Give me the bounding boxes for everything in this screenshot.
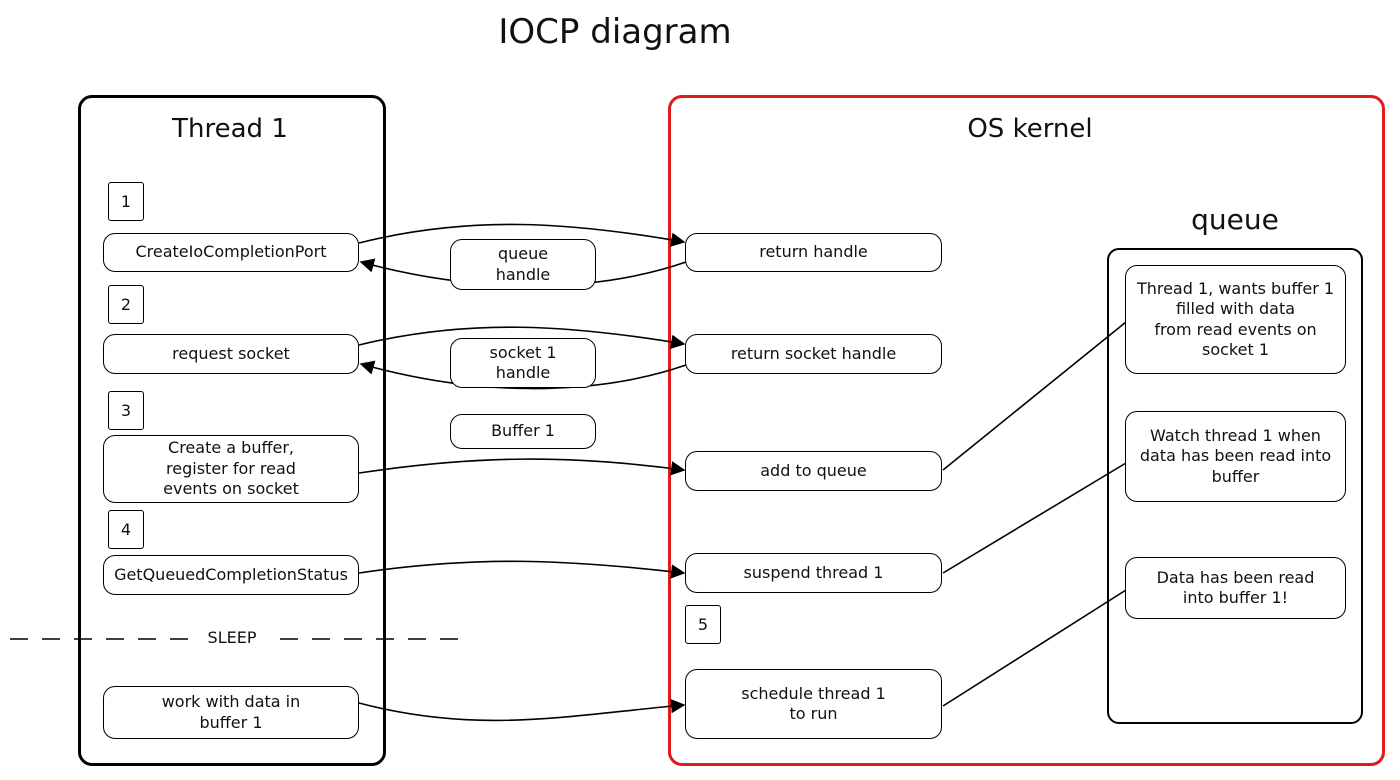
- buffer-message: Buffer 1: [450, 414, 596, 449]
- arrow-buffer-to-add-queue: [358, 458, 686, 476]
- line-suspend-to-queue-item-2: [942, 462, 1127, 574]
- queue-item-1: Thread 1, wants buffer 1 filled with dat…: [1125, 265, 1346, 374]
- sleep-label: SLEEP: [195, 628, 269, 647]
- thread-panel-title: Thread 1: [172, 114, 288, 144]
- thread-panel: [78, 95, 386, 766]
- queue-handle-message: queue handle: [450, 239, 596, 290]
- get-queued-completion-status-box: GetQueuedCompletionStatus: [103, 555, 359, 595]
- request-socket-box: request socket: [103, 334, 359, 374]
- arrow-request-to-return-socket: [358, 326, 686, 349]
- kernel-panel-title: OS kernel: [967, 114, 1093, 144]
- arrow-return-socket-to-request: [359, 360, 687, 390]
- step-number-2: 2: [108, 285, 144, 324]
- line-schedule-to-queue-item-3: [942, 589, 1127, 707]
- line-add-queue-to-queue-item-1: [942, 321, 1127, 471]
- diagram-title: IOCP diagram: [498, 12, 732, 52]
- schedule-thread-box: schedule thread 1 to run: [685, 669, 942, 739]
- step-number-4: 4: [108, 510, 144, 549]
- step-number-3: 3: [108, 391, 144, 430]
- return-handle-box: return handle: [685, 233, 942, 272]
- arrow-get-status-to-suspend: [358, 560, 686, 579]
- socket-handle-message: socket 1 handle: [450, 338, 596, 388]
- step-number-5: 5: [685, 605, 721, 644]
- queue-item-2: Watch thread 1 when data has been read i…: [1125, 411, 1346, 502]
- return-socket-handle-box: return socket handle: [685, 334, 942, 374]
- arrow-create-to-return-handle: [358, 223, 686, 247]
- queue-title: queue: [1191, 203, 1279, 236]
- queue-item-3: Data has been read into buffer 1!: [1125, 557, 1346, 619]
- kernel-panel: [668, 95, 1385, 766]
- queue-container: [1107, 248, 1363, 724]
- create-buffer-box: Create a buffer, register for read event…: [103, 435, 359, 503]
- add-to-queue-box: add to queue: [685, 451, 942, 491]
- step-number-1: 1: [108, 182, 144, 221]
- create-io-completion-port-box: CreateIoCompletionPort: [103, 233, 359, 272]
- suspend-thread-box: suspend thread 1: [685, 553, 942, 593]
- work-with-data-box: work with data in buffer 1: [103, 686, 359, 739]
- arrow-work-to-schedule: [358, 698, 686, 722]
